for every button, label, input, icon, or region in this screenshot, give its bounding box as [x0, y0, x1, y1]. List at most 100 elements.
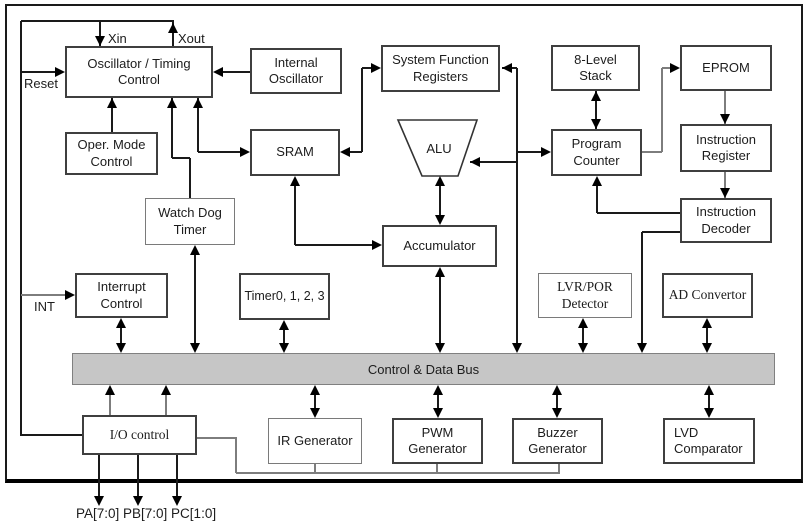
connector-line: [556, 387, 558, 416]
connector-line: [21, 294, 73, 296]
control-data-bus: Control & Data Bus: [72, 353, 775, 385]
arrowhead-down: [133, 496, 143, 506]
block-oscillator-timing-control-label: Oscillator / Timing Control: [87, 55, 191, 87]
arrowhead-up: [161, 385, 171, 395]
connector-line: [558, 464, 560, 473]
block-interrupt-control: Interrupt Control: [75, 273, 168, 318]
arrowhead-left: [213, 67, 223, 77]
arrowhead-down: [512, 343, 522, 353]
arrowhead-right: [670, 63, 680, 73]
connector-line: [436, 464, 438, 473]
block-internal-oscillator: Internal Oscillator: [250, 48, 342, 94]
block-pwm-generator-label: PWM Generator: [408, 424, 467, 456]
connector-line: [437, 387, 439, 416]
arrowhead-right: [240, 147, 250, 157]
label-ports: PA[7:0] PB[7:0] PC[1:0]: [76, 506, 217, 521]
connector-line: [197, 437, 237, 439]
arrowhead-left: [340, 147, 350, 157]
arrowhead-up: [168, 23, 178, 33]
connector-line: [706, 320, 708, 351]
arrowhead-left: [502, 63, 512, 73]
block-system-function-registers: System Function Registers: [381, 45, 500, 92]
control-data-bus-label: Control & Data Bus: [367, 361, 480, 377]
connector-line: [362, 67, 379, 69]
block-timer0123-label: Timer0, 1, 2, 3: [244, 288, 325, 303]
arrowhead-down: [637, 343, 647, 353]
label-xin: Xin: [108, 31, 127, 46]
connector-line: [295, 244, 380, 246]
block-program-counter: Program Counter: [551, 129, 642, 176]
arrowhead-down: [116, 343, 126, 353]
connector-line: [661, 68, 663, 152]
block-system-function-registers-label: System Function Registers: [392, 52, 489, 84]
arrowhead-down: [702, 343, 712, 353]
arrowhead-down: [578, 343, 588, 353]
diagram-border: [5, 4, 803, 483]
block-internal-oscillator-label: Internal Oscillator: [268, 54, 324, 86]
arrowhead-down: [433, 408, 443, 418]
connector-line: [595, 91, 597, 129]
connector-line: [98, 455, 100, 497]
label-reset: Reset: [24, 76, 58, 91]
block-program-counter-label: Program Counter: [571, 136, 622, 168]
block-ir-generator: IR Generator: [268, 418, 362, 464]
arrowhead-down: [190, 343, 200, 353]
arrowhead-up: [704, 385, 714, 395]
connector-line: [294, 178, 296, 245]
arrowhead-up: [435, 267, 445, 277]
block-lvr-por-detector: LVR/POR Detector: [538, 273, 632, 318]
connector-line: [99, 21, 101, 46]
arrowhead-up: [193, 98, 203, 108]
connector-line: [724, 172, 726, 198]
connector-line: [198, 151, 248, 153]
block-pwm-generator: PWM Generator: [392, 418, 483, 464]
block-accumulator: Accumulator: [382, 225, 497, 267]
block-ir-generator-label: IR Generator: [277, 432, 353, 448]
block-ad-convertor: AD Convertor: [662, 273, 753, 318]
arrowhead-down: [172, 496, 182, 506]
block-oper-mode-control: Oper. Mode Control: [65, 132, 158, 175]
connector-line: [172, 157, 190, 159]
connector-line: [176, 455, 178, 497]
connector-line: [235, 438, 237, 473]
connector-line: [21, 20, 174, 22]
block-oper-mode-control-label: Oper. Mode Control: [77, 137, 146, 169]
block-instruction-register-label: Instruction Register: [696, 131, 756, 163]
connector-line: [597, 212, 680, 214]
connector-line: [197, 98, 199, 152]
block-8-level-stack: 8-Level Stack: [551, 45, 640, 91]
connector-line: [582, 320, 584, 351]
connector-line: [137, 455, 139, 497]
connector-line: [21, 434, 82, 436]
arrowhead-down: [310, 408, 320, 418]
arrowhead-up: [107, 98, 117, 108]
connector-line: [361, 68, 363, 152]
connector-line: [439, 269, 441, 351]
block-accumulator-label: Accumulator: [403, 237, 476, 253]
arrowhead-up: [116, 318, 126, 328]
block-watch-dog-timer: Watch Dog Timer: [145, 198, 235, 245]
connector-line: [517, 151, 549, 153]
connector-line: [342, 151, 362, 153]
arrowhead-up: [290, 176, 300, 186]
connector-line: [642, 231, 680, 233]
arrowhead-up: [702, 318, 712, 328]
connector-line: [189, 158, 191, 198]
block-sram-label: SRAM: [276, 144, 314, 160]
block-io-control-label: I/O control: [109, 426, 170, 442]
block-oscillator-timing-control: Oscillator / Timing Control: [65, 46, 213, 98]
connector-line: [120, 320, 122, 351]
connector-line: [708, 387, 710, 416]
arrowhead-right: [541, 147, 551, 157]
arrowhead-down: [435, 343, 445, 353]
arrowhead-up: [592, 176, 602, 186]
arrowhead-left: [470, 157, 480, 167]
connector-line: [171, 98, 173, 158]
block-alu-label: ALU: [426, 141, 451, 156]
connector-line: [439, 178, 441, 223]
arrowhead-down: [552, 408, 562, 418]
block-sram: SRAM: [250, 129, 340, 176]
